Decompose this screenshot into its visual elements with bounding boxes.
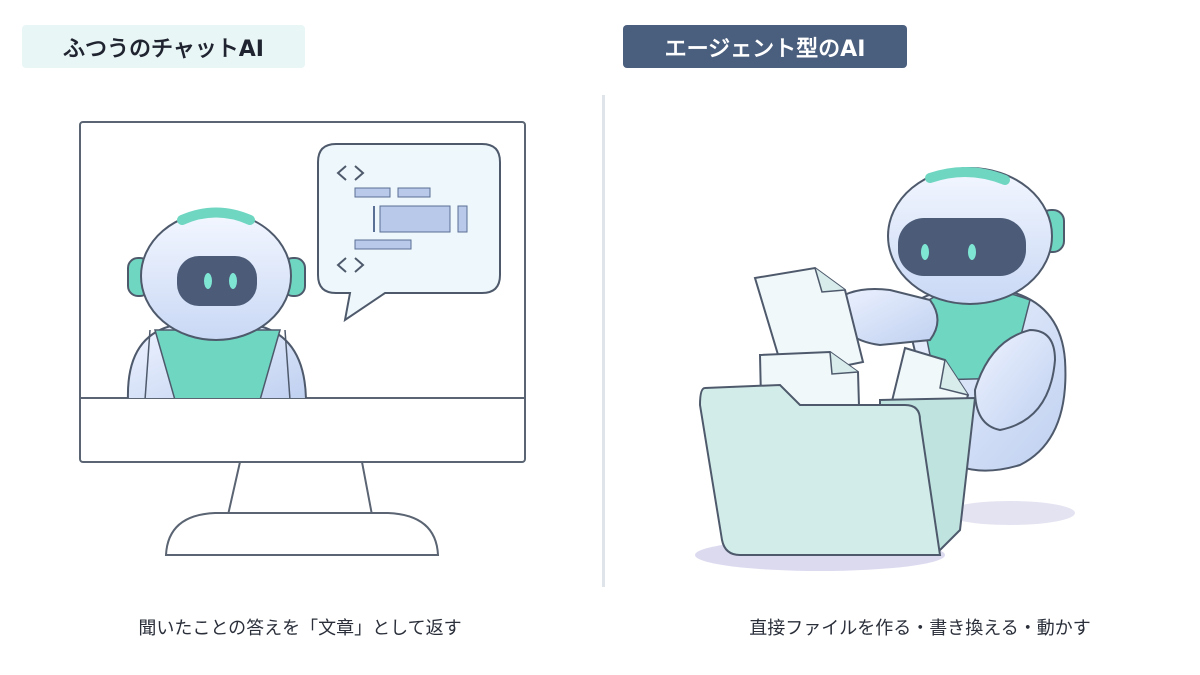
code-bracket-icon [336,165,365,181]
caption-agent-ai: 直接ファイルを作る・書き換える・動かす [749,618,1091,639]
speech-bubble [317,143,501,323]
label-agent-ai: エージェント型のAI [623,25,907,68]
caption-chat-ai: 聞いたことの答えを「文章」として返す [138,618,462,639]
code-bracket-icon [336,257,365,273]
chat-robot [127,207,307,398]
folder-icon [698,383,977,556]
document-icon [753,266,865,380]
panel-divider [602,95,605,587]
robot-shadow [945,501,1075,525]
label-chat-ai: ふつうのチャットAI [22,25,305,68]
